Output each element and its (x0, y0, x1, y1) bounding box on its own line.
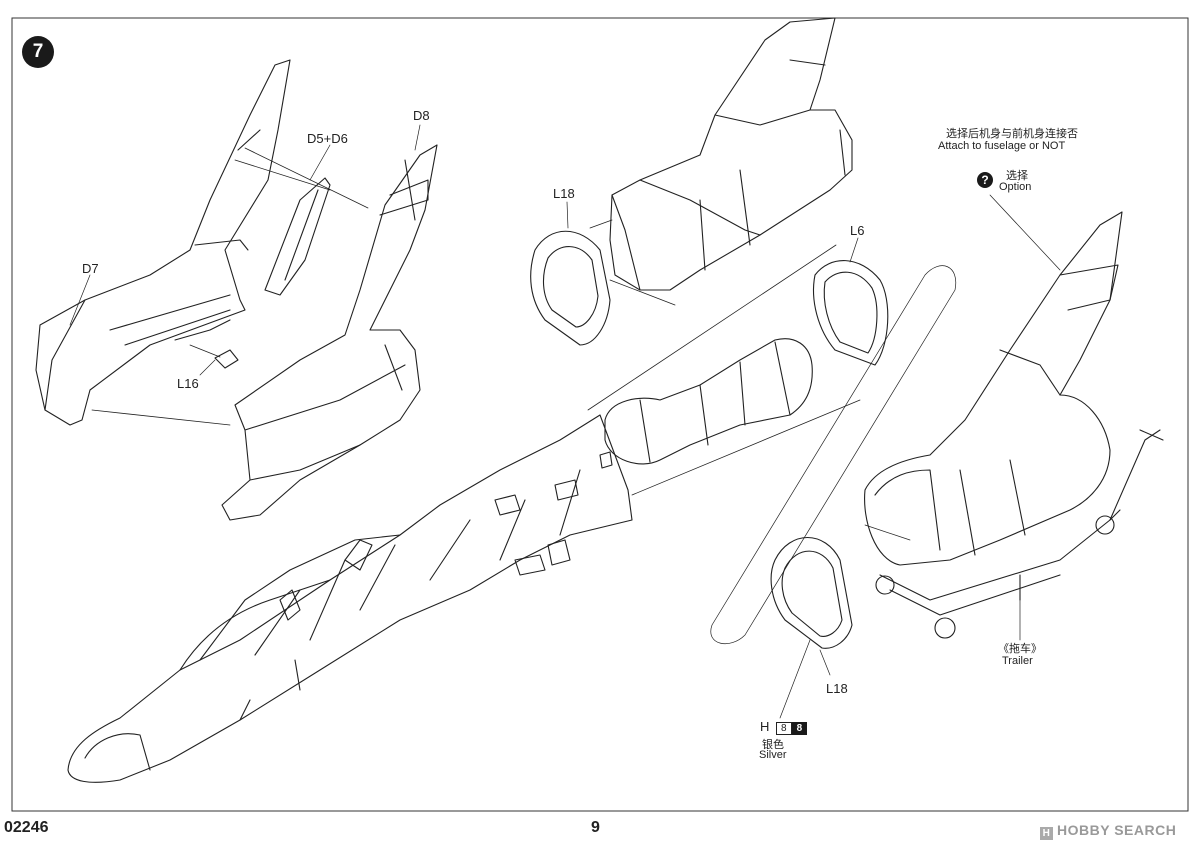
option-cn: 选择 (1006, 170, 1028, 182)
trailer-wheel (934, 617, 956, 639)
leader-line (779, 639, 811, 719)
option-question-icon: ? (977, 172, 993, 188)
engine (604, 338, 813, 465)
paint-name-cn: 银色 (762, 739, 784, 751)
step-number-badge: 7 (22, 36, 54, 68)
part-l18-bottom (770, 537, 853, 649)
leader-line (414, 124, 421, 151)
guide-line (631, 399, 861, 496)
guide-line (234, 159, 331, 191)
rear-fuselage-half-d7 (35, 59, 291, 426)
paint-name-en: Silver (759, 749, 787, 761)
leader-line (199, 359, 216, 376)
guide-line (587, 244, 837, 411)
guide-slot (710, 265, 957, 644)
leader-line (989, 194, 1061, 271)
leader-line (309, 144, 331, 181)
page-border (11, 17, 1189, 812)
label-d8: D8 (413, 108, 430, 123)
label-l18-bottom: L18 (826, 681, 848, 696)
paint-code-filled: 8 (791, 722, 808, 735)
label-d7: D7 (82, 261, 99, 276)
guide-line (609, 279, 676, 306)
leader-line (849, 237, 859, 263)
hobby-search-icon: H (1040, 827, 1053, 840)
trailer-en: Trailer (1002, 655, 1033, 667)
rear-fuselage-assembly (609, 17, 853, 291)
part-l18-top (530, 230, 611, 346)
label-d5-d6: D5+D6 (307, 131, 348, 146)
leader-line (69, 274, 91, 326)
watermark: H HOBBY SEARCH (1040, 822, 1176, 840)
rear-fuselage-on-trailer (864, 211, 1123, 566)
guide-line (244, 147, 369, 209)
product-code: 02246 (4, 819, 49, 836)
label-l6: L6 (850, 223, 865, 238)
page-number: 9 (591, 819, 600, 836)
watermark-text: HOBBY SEARCH (1057, 822, 1177, 838)
part-l16 (214, 349, 239, 369)
trailer-cn: 《拖车》 (998, 643, 1042, 655)
rear-fuselage-half-d8 (221, 144, 438, 521)
leader-line (864, 524, 911, 541)
trailer-wheel (1095, 515, 1115, 535)
paint-letter: H (760, 719, 770, 734)
paint-code-outline: 8 (776, 722, 792, 735)
guide-line (589, 219, 613, 229)
label-l16: L16 (177, 376, 199, 391)
trailer (875, 429, 1164, 639)
part-l6 (812, 260, 889, 366)
leader-line (819, 649, 831, 676)
label-l18-top: L18 (553, 186, 575, 201)
insert-d5-d6 (264, 177, 331, 296)
option-en: Option (999, 181, 1032, 193)
forward-fuselage (67, 414, 633, 783)
option-note-cn: 选择后机身与前机身连接否 (946, 128, 1078, 140)
trailer-wheel (875, 575, 895, 595)
guide-line (91, 409, 231, 426)
guide-line (189, 344, 221, 358)
option-note-en: Attach to fuselage or NOT (938, 140, 1066, 152)
leader-line (566, 201, 569, 229)
